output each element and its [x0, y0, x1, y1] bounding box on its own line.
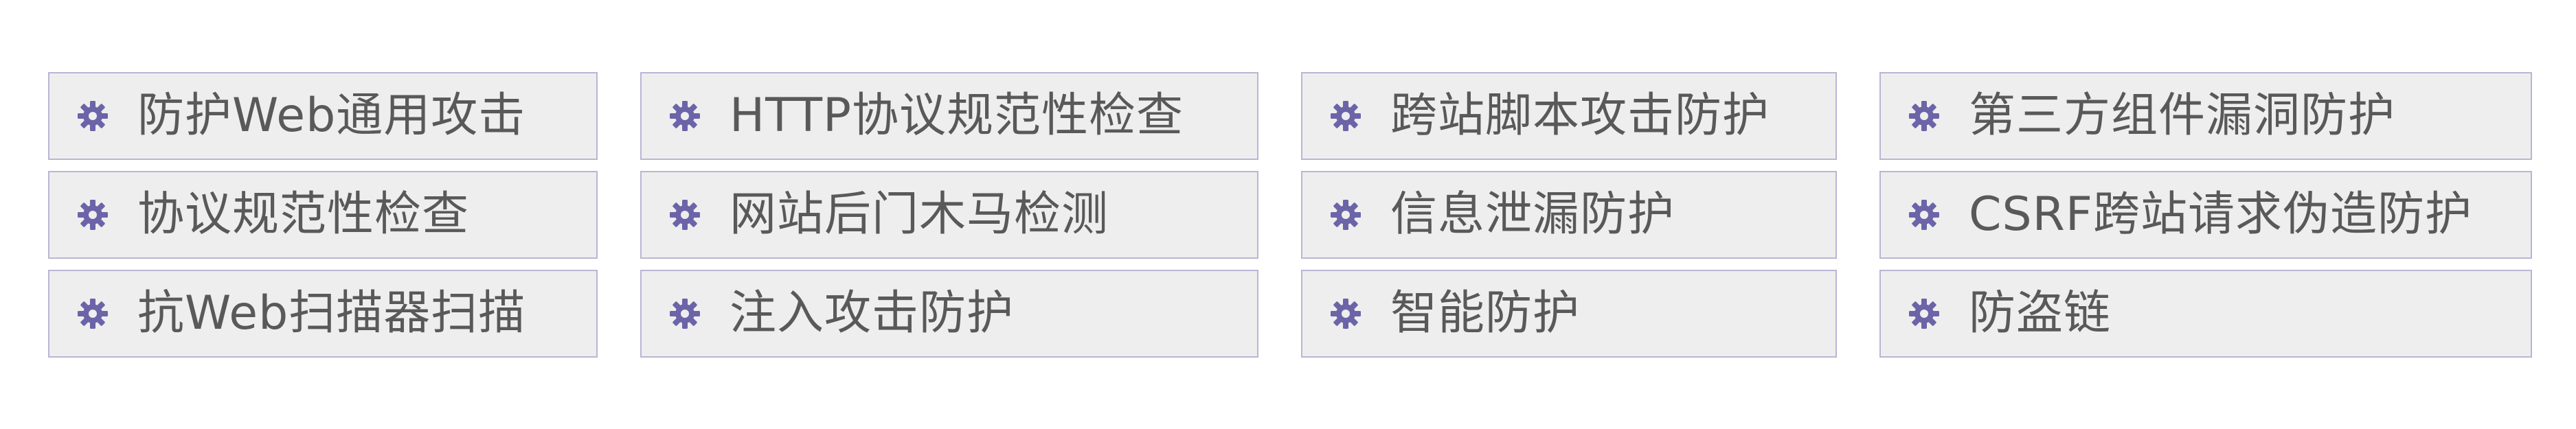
feature-label: 注入攻击防护 — [730, 286, 1015, 340]
feature-label: HTTP协议规范性检查 — [730, 89, 1184, 143]
feature-item-http-protocol-check: HTTP协议规范性检查 — [640, 72, 1258, 160]
feature-label: 跨站脚本攻击防护 — [1390, 89, 1770, 143]
feature-label: 协议规范性检查 — [137, 187, 470, 242]
gear-icon — [1907, 198, 1941, 232]
feature-label: 第三方组件漏洞防护 — [1969, 89, 2396, 143]
feature-item-info-leak-protection: 信息泄漏防护 — [1301, 171, 1837, 259]
gear-icon — [1329, 99, 1363, 133]
gear-icon — [668, 99, 702, 133]
gear-icon — [1329, 198, 1363, 232]
gear-icon — [1907, 297, 1941, 331]
feature-item-web-attack-protection: 防护Web通用攻击 — [48, 72, 598, 160]
feature-item-csrf-protection: CSRF跨站请求伪造防护 — [1879, 171, 2532, 259]
gear-icon — [1907, 99, 1941, 133]
feature-grid: 防护Web通用攻击 HTTP协议规范性检查 跨站脚本攻击防护 第三方组件漏洞防护 — [48, 72, 2532, 358]
feature-label: 网站后门木马检测 — [730, 187, 1109, 242]
feature-item-protocol-check: 协议规范性检查 — [48, 171, 598, 259]
feature-item-injection-protection: 注入攻击防护 — [640, 270, 1258, 358]
feature-item-smart-protection: 智能防护 — [1301, 270, 1837, 358]
gear-icon — [76, 297, 110, 331]
feature-label: 抗Web扫描器扫描 — [137, 286, 526, 340]
feature-item-anti-scanner: 抗Web扫描器扫描 — [48, 270, 598, 358]
feature-item-third-party-vuln-protection: 第三方组件漏洞防护 — [1879, 72, 2532, 160]
gear-icon — [76, 198, 110, 232]
feature-label: 防盗链 — [1969, 286, 2112, 340]
gear-icon — [1329, 297, 1363, 331]
feature-item-xss-protection: 跨站脚本攻击防护 — [1301, 72, 1837, 160]
feature-item-hotlink-protection: 防盗链 — [1879, 270, 2532, 358]
feature-label: CSRF跨站请求伪造防护 — [1969, 187, 2473, 242]
gear-icon — [668, 297, 702, 331]
feature-label: 防护Web通用攻击 — [137, 89, 526, 143]
gear-icon — [668, 198, 702, 232]
feature-label: 智能防护 — [1390, 286, 1581, 340]
feature-label: 信息泄漏防护 — [1390, 187, 1675, 242]
feature-item-webshell-detection: 网站后门木马检测 — [640, 171, 1258, 259]
gear-icon — [76, 99, 110, 133]
